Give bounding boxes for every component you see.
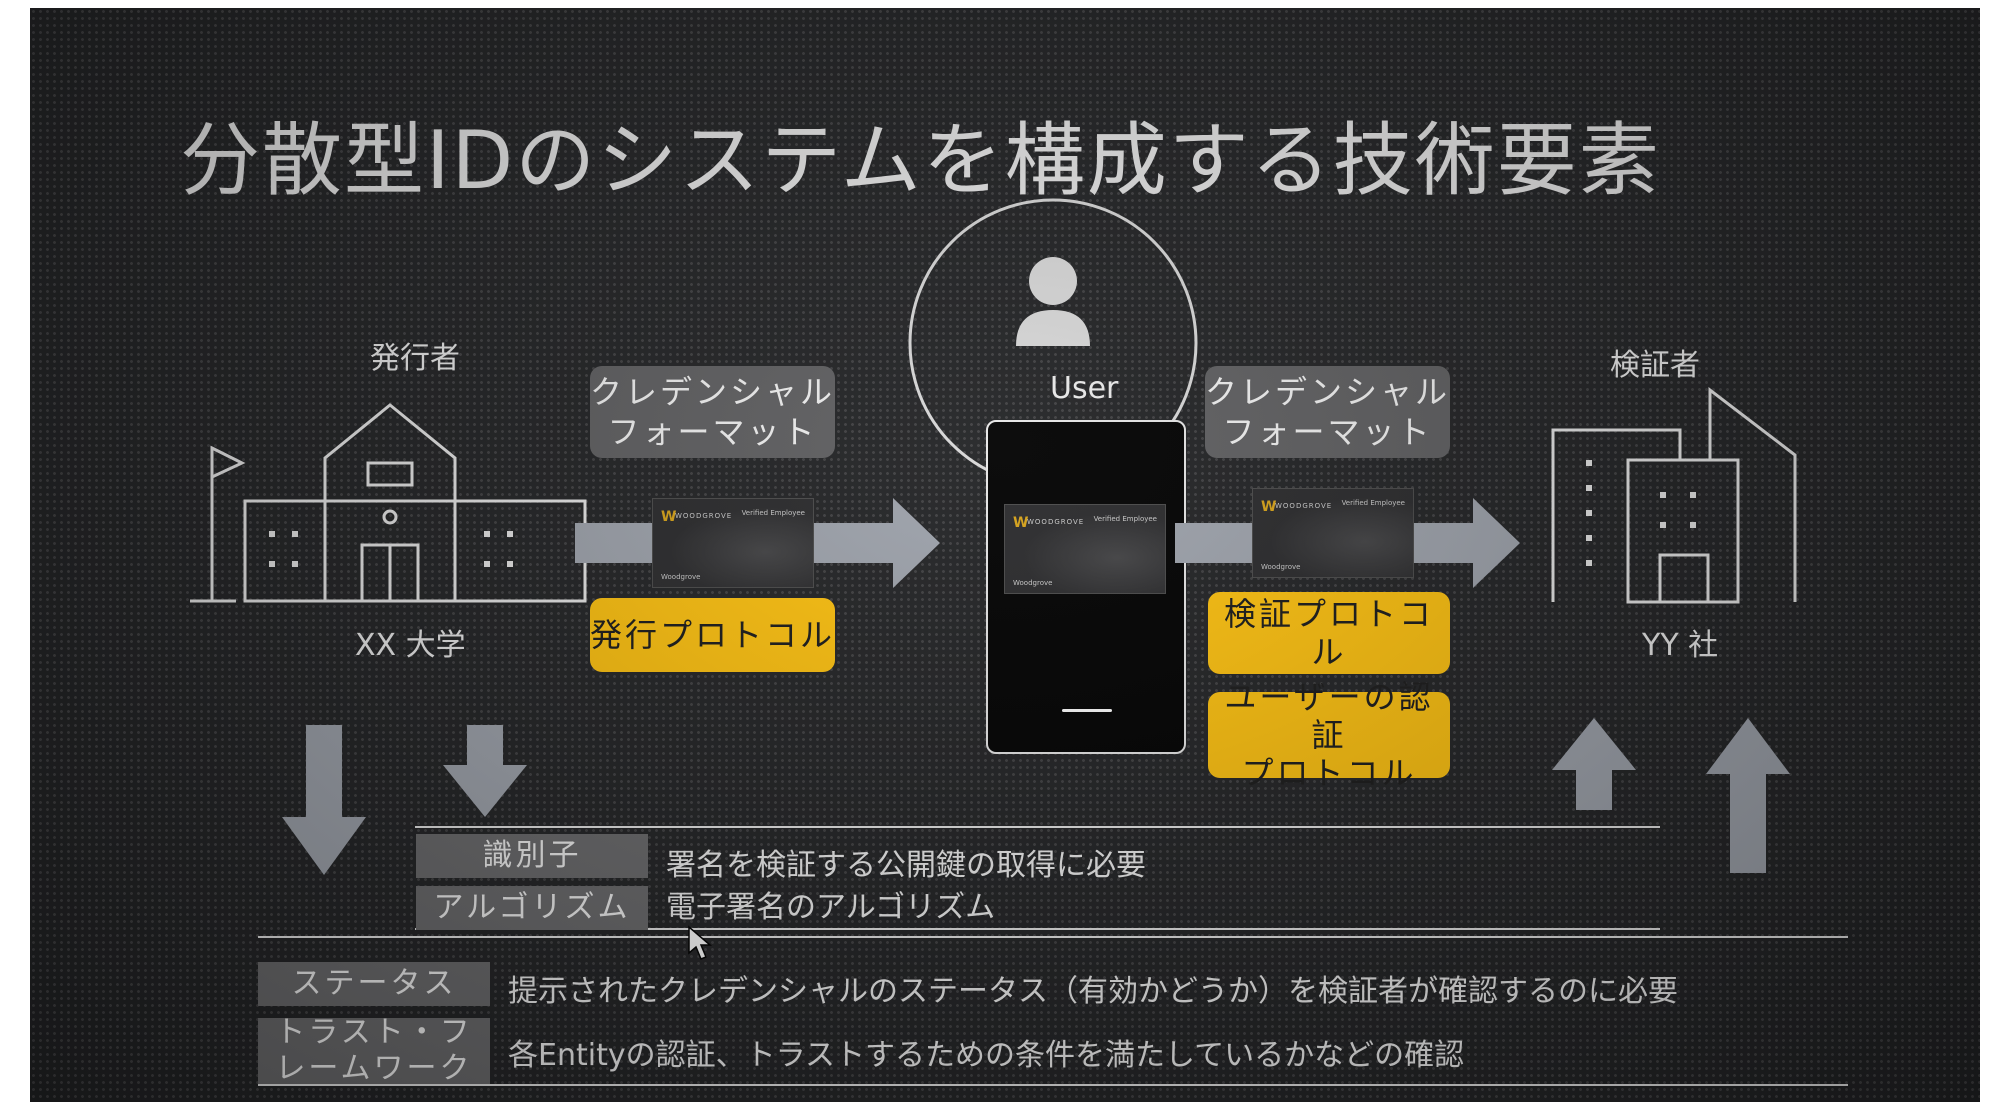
auth-protocol-line2: プロトコル bbox=[1241, 754, 1417, 792]
right-format-line1: クレデンシャル bbox=[1205, 373, 1451, 411]
mouse-cursor-icon bbox=[688, 925, 713, 960]
university-building-icon bbox=[190, 403, 587, 603]
left-format-line2: フォーマット bbox=[607, 413, 818, 451]
right-credential-format-box: クレデンシャル フォーマット bbox=[1205, 366, 1450, 458]
card-logo-icon: W bbox=[661, 509, 677, 525]
inner-table-bottom-line bbox=[415, 928, 1660, 930]
issuer-role-label: 発行者 bbox=[370, 341, 460, 376]
issue-protocol-label: 発行プロトコル bbox=[590, 616, 836, 654]
card-badge: Verified Employee bbox=[741, 509, 805, 517]
card-logo-icon: W bbox=[1261, 499, 1277, 515]
desc-trust-framework: 各Entityの認証、トラストするための条件を満たしているかなどの確認 bbox=[508, 1038, 1465, 1073]
issuer-name-label: XX 大学 bbox=[355, 628, 466, 663]
auth-protocol-line1: ユーザーの認証 bbox=[1224, 678, 1434, 754]
card-logo-icon: W bbox=[1013, 515, 1029, 531]
desc-identifier: 署名を検証する公開鍵の取得に必要 bbox=[666, 848, 1146, 883]
phone-credential-card: W WOODGROVE Verified Employee Woodgrove bbox=[1004, 504, 1166, 594]
arrow-down-large-icon bbox=[282, 725, 366, 875]
verifier-name-label: YY 社 bbox=[1642, 628, 1719, 663]
verify-protocol-label: 検証プロトコル bbox=[1223, 595, 1434, 671]
inner-table-top-line bbox=[415, 826, 1660, 828]
card-footer: Woodgrove bbox=[1261, 563, 1301, 571]
slide: 分散型IDのシステムを構成する技術要素 発行者 XX 大学 クレデンシャル フォ… bbox=[30, 8, 1980, 1102]
right-format-line2: フォーマット bbox=[1222, 413, 1433, 451]
issue-protocol-box: 発行プロトコル bbox=[590, 598, 835, 672]
verifier-role-label: 検証者 bbox=[1610, 348, 1700, 383]
left-format-line1: クレデンシャル bbox=[590, 373, 836, 411]
tag-trust-line2: レームワーク bbox=[275, 1051, 473, 1084]
card-footer: Woodgrove bbox=[1013, 579, 1053, 587]
tag-status: ステータス bbox=[258, 962, 490, 1006]
desc-status: 提示されたクレデンシャルのステータス（有効かどうか）を検証者が確認するのに必要 bbox=[508, 974, 1678, 1009]
phone-home-bar bbox=[1062, 709, 1112, 712]
left-credential-card: W WOODGROVE Verified Employee Woodgrove bbox=[652, 498, 814, 588]
tag-identifier: 識別子 bbox=[416, 834, 648, 878]
card-brand: WOODGROVE bbox=[1027, 518, 1085, 526]
tag-trust-line1: トラスト・フ bbox=[275, 1018, 473, 1050]
user-icon bbox=[1016, 257, 1090, 346]
tag-algorithm-label: アルゴリズム bbox=[433, 890, 631, 925]
right-credential-card: W WOODGROVE Verified Employee Woodgrove bbox=[1252, 488, 1414, 578]
card-brand: WOODGROVE bbox=[675, 512, 733, 520]
verify-protocol-box: 検証プロトコル bbox=[1208, 592, 1450, 674]
card-footer: Woodgrove bbox=[661, 573, 701, 581]
slide-title: 分散型IDのシステムを構成する技術要素 bbox=[180, 114, 1661, 207]
company-building-icon bbox=[1551, 386, 1797, 604]
desc-algorithm: 電子署名のアルゴリズム bbox=[666, 890, 996, 925]
wallet-phone: W WOODGROVE Verified Employee Woodgrove bbox=[986, 420, 1186, 754]
tag-trust-framework: トラスト・フ レームワーク bbox=[258, 1018, 490, 1084]
outer-table-bottom-line bbox=[258, 1084, 1848, 1086]
card-brand: WOODGROVE bbox=[1275, 502, 1333, 510]
card-badge: Verified Employee bbox=[1093, 515, 1157, 523]
tag-algorithm: アルゴリズム bbox=[416, 886, 648, 930]
user-label: User bbox=[1050, 371, 1119, 406]
card-badge: Verified Employee bbox=[1341, 499, 1405, 507]
arrow-up-small-icon bbox=[1552, 718, 1636, 810]
outer-table-top-line bbox=[258, 936, 1848, 938]
arrow-up-large-icon bbox=[1706, 718, 1790, 873]
tag-identifier-label: 識別子 bbox=[482, 838, 582, 873]
arrow-down-small-icon bbox=[443, 725, 527, 817]
auth-protocol-box: ユーザーの認証 プロトコル bbox=[1208, 678, 1450, 792]
left-credential-format-box: クレデンシャル フォーマット bbox=[590, 366, 835, 458]
tag-status-label: ステータス bbox=[291, 966, 457, 1001]
